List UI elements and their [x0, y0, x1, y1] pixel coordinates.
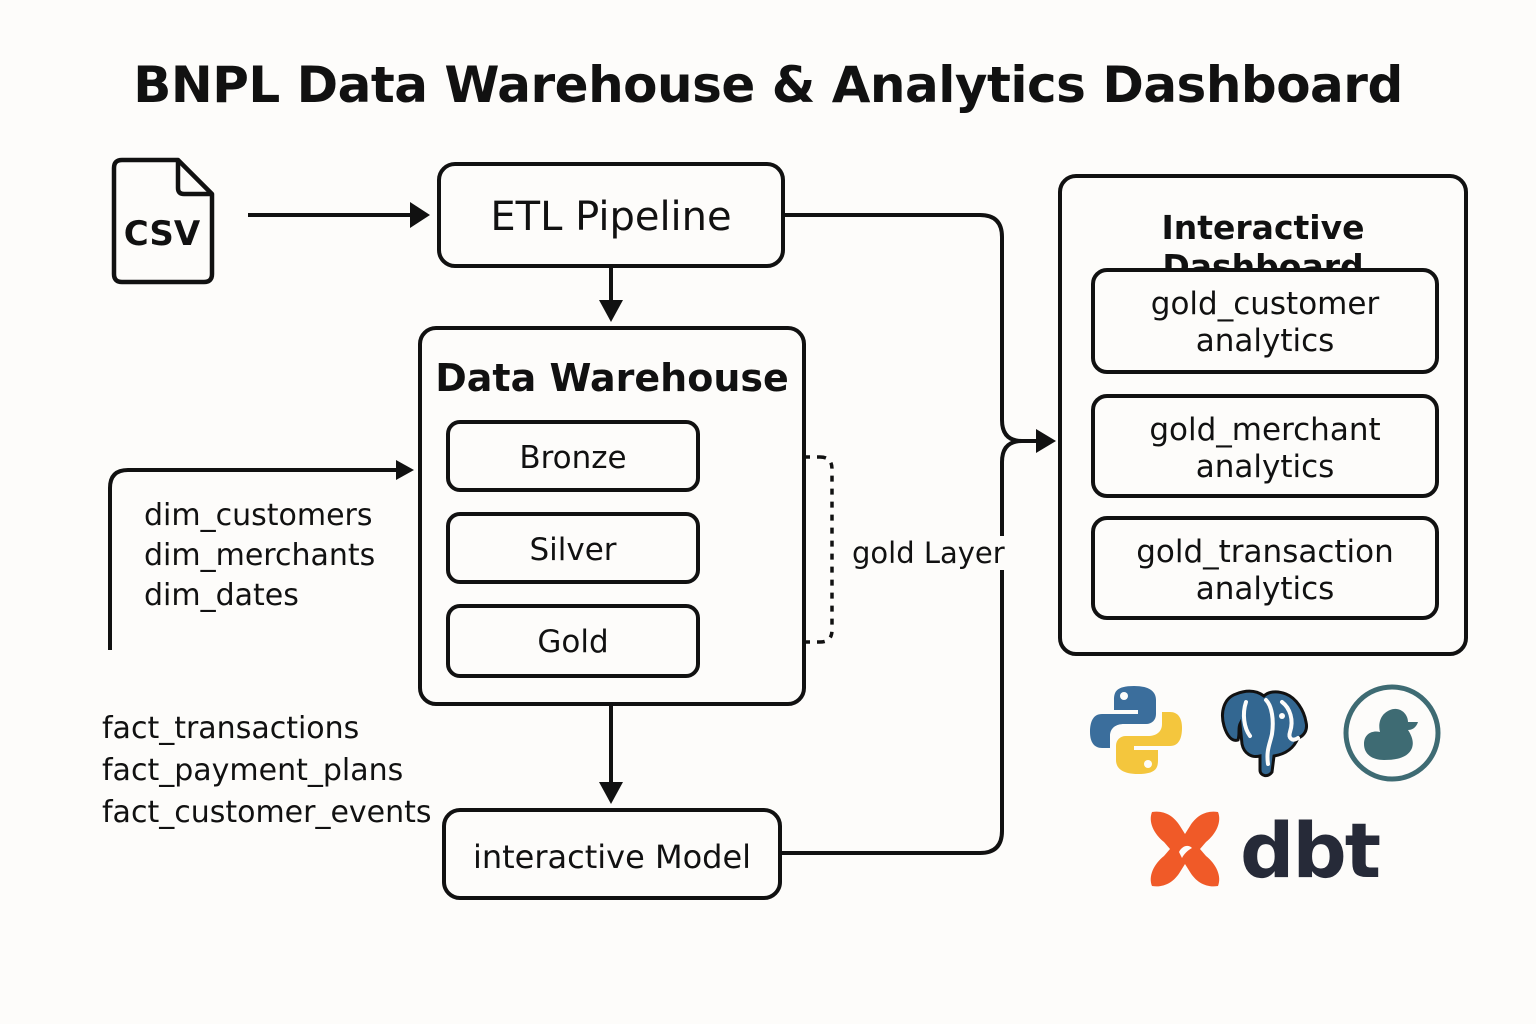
dimension-table-list: dim_customers dim_merchants dim_dates [144, 496, 375, 616]
card-label: gold_transaction analytics [1136, 534, 1394, 607]
etl-pipeline-box: ETL Pipeline [437, 162, 785, 268]
data-warehouse-title: Data Warehouse [435, 356, 789, 400]
etl-pipeline-label: ETL Pipeline [490, 194, 732, 240]
dbt-wordmark: dbt [1240, 806, 1381, 895]
python-logo-icon [1090, 686, 1182, 774]
bronze-layer-box: Bronze [446, 420, 700, 492]
fact-table-item: fact_customer_events [102, 795, 432, 830]
bronze-layer-label: Bronze [519, 440, 627, 476]
card-label: gold_customer analytics [1150, 286, 1380, 359]
arrow-model-to-dashboard [782, 439, 1023, 855]
gold-layer-box-label: Gold [537, 624, 609, 660]
silver-layer-box: Silver [446, 512, 700, 584]
csv-label: CSV [123, 214, 201, 254]
postgresql-elephant-icon [1221, 689, 1308, 778]
arrow-etl-to-dashboard [785, 213, 1040, 443]
file-icon [111, 157, 215, 285]
interactive-model-box: interactive Model [442, 808, 782, 900]
arrow-dims-to-warehouse [108, 468, 400, 650]
fact-table-item: fact_payment_plans [102, 753, 404, 788]
dimension-table-item: dim_customers [144, 498, 373, 533]
dimension-table-item: dim_dates [144, 578, 299, 613]
page-title: BNPL Data Warehouse & Analytics Dashboar… [133, 56, 1403, 114]
gold-transaction-analytics-card: gold_transaction analytics [1091, 516, 1439, 620]
fact-table-list: fact_transactions fact_payment_plans fac… [102, 708, 432, 834]
gold-customer-analytics-card: gold_customer analytics [1091, 268, 1439, 374]
interactive-model-label: interactive Model [472, 838, 752, 876]
gold-layer-box: Gold [446, 604, 700, 678]
duckdb-duck-icon [1343, 684, 1441, 782]
gold-merchant-analytics-card: gold_merchant analytics [1091, 394, 1439, 498]
silver-layer-label: Silver [529, 532, 617, 568]
card-label: gold_merchant analytics [1149, 412, 1381, 485]
fact-table-item: fact_transactions [102, 711, 360, 746]
dimension-table-item: dim_merchants [144, 538, 376, 573]
gold-layer-bracket-label: gold Layer [852, 536, 1007, 570]
dbt-logo-icon [1150, 811, 1220, 887]
